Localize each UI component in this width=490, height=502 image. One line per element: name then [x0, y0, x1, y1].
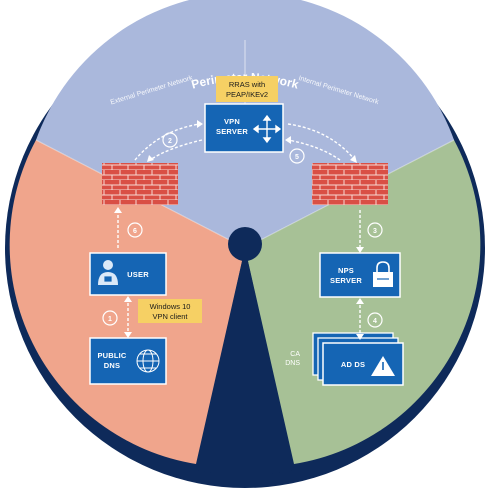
svg-text:1: 1 [108, 316, 112, 323]
public-dns-subtitle: DNS [104, 361, 120, 370]
user-note-line1: Windows 10 [150, 302, 191, 311]
step-badge-6: 6 [127, 222, 143, 238]
public-dns-title: PUBLIC [97, 351, 126, 360]
step-badge-4: 4 [367, 312, 383, 328]
nps-server-subtitle: SERVER [330, 276, 362, 285]
dns-label: DNS [285, 360, 300, 367]
vpn-server-note [216, 76, 278, 102]
svg-text:6: 6 [133, 228, 137, 235]
vpn-server-subtitle: SERVER [216, 127, 248, 136]
vpn-server-note-line2: PEAP/IKEv2 [226, 90, 268, 99]
firewall-left [102, 163, 178, 205]
user-note-line2: VPN client [152, 312, 188, 321]
lock-icon [373, 261, 393, 287]
center-hub [228, 227, 262, 261]
user-note [138, 299, 202, 323]
vpn-server-box[interactable] [204, 103, 284, 153]
svg-text:4: 4 [373, 318, 377, 325]
ad-ds-title: AD DS [341, 360, 365, 369]
vpn-server-title: VPN [224, 117, 240, 126]
center-wedge [196, 248, 294, 476]
svg-text:3: 3 [373, 228, 377, 235]
arrowheads [114, 120, 364, 340]
step-badge-1: 1 [102, 310, 118, 326]
nps-server-title: NPS [338, 266, 354, 275]
corporate-sector [245, 140, 481, 464]
step-badge-3: 3 [367, 222, 383, 238]
svg-text:5: 5 [295, 154, 299, 161]
warning-triangle-icon [371, 356, 395, 376]
ca-label: CA [290, 351, 300, 358]
firewall-right [312, 163, 388, 205]
user-icon [98, 260, 118, 285]
user-title: USER [127, 270, 149, 279]
globe-icon [136, 349, 160, 373]
ad-ds-box[interactable] [322, 342, 404, 386]
step-badge-5: 5 [289, 148, 305, 164]
svg-text:2: 2 [168, 138, 172, 145]
step-badge-2: 2 [162, 132, 178, 148]
move-arrows-icon [252, 114, 282, 144]
vpn-server-note-line1: RRAS with [229, 80, 265, 89]
